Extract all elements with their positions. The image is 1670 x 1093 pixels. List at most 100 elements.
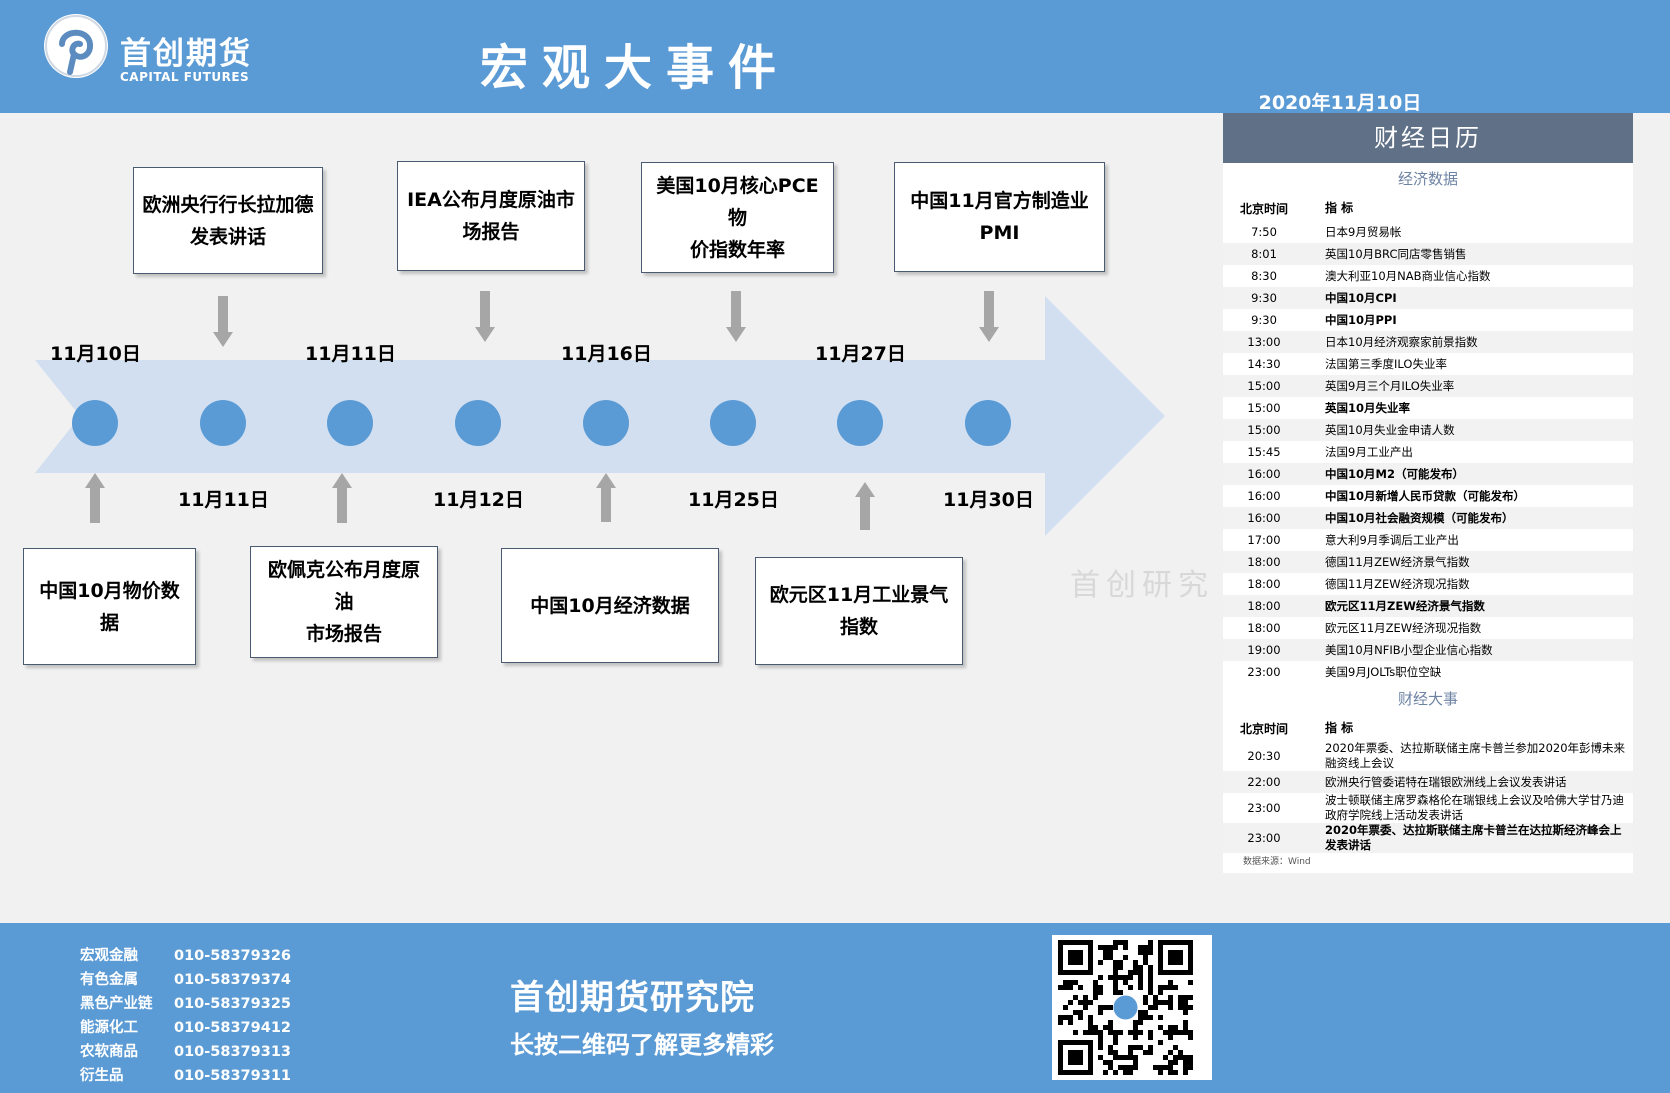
footer-title: 首创期货研究院 [510, 978, 755, 1018]
event-box: 中国10月经济数据 [501, 548, 719, 663]
event-text-line: 据 [99, 611, 119, 634]
timeline-node [200, 400, 246, 446]
event-box: 欧洲央行行长拉加德发表讲话 [133, 167, 323, 274]
item-column-header: 指 标 [1325, 720, 1354, 735]
row-item: 日本9月贸易帐 [1325, 224, 1402, 239]
row-time: 22:00 [1247, 775, 1281, 789]
row-time: 18:00 [1247, 577, 1281, 591]
row-time: 16:00 [1247, 511, 1281, 525]
event-text-line: 中国10月物价数 [39, 579, 180, 602]
timeline-date-label: 11月30日 [943, 489, 1034, 511]
up-arrow-icon [855, 482, 875, 530]
row-time: 7:50 [1251, 225, 1277, 239]
contact-phone: 010-58379325 [174, 996, 291, 1012]
timeline-node [327, 400, 373, 446]
contact-label: 能源化工 [80, 1020, 138, 1036]
event-box: 中国10月物价数据 [23, 548, 196, 665]
timeline-date-label: 11月11日 [178, 489, 269, 511]
row-time: 13:00 [1247, 335, 1281, 349]
logo-text: 首创期货 [120, 36, 252, 72]
report-date: 2020年11月10日 [1258, 92, 1422, 114]
row-item: 欧元区11月ZEW经济景气指数 [1325, 598, 1485, 613]
qr-code [1052, 935, 1212, 1080]
time-column-header: 北京时间 [1239, 721, 1288, 736]
row-item: 德国11月ZEW经济景气指数 [1325, 554, 1470, 569]
event-text-line: 欧佩克公布月度原油 [267, 559, 420, 613]
time-column-header: 北京时间 [1239, 201, 1288, 216]
contact-label: 衍生品 [80, 1068, 124, 1084]
row-time: 19:00 [1247, 643, 1281, 657]
row-time: 23:00 [1247, 831, 1281, 845]
table-row: 18:00 欧元区11月ZEW经济景气指数 [1223, 595, 1633, 617]
event-text-line: 指数 [839, 616, 878, 638]
timeline-node [72, 400, 118, 446]
table-row: 8:01 英国10月BRC同店零售销售 [1223, 243, 1633, 265]
row-time: 23:00 [1247, 665, 1281, 679]
table-row: 14:30 法国第三季度ILO失业率 [1223, 353, 1633, 375]
event-text-line: 场报告 [462, 221, 520, 243]
down-arrow-icon [979, 291, 999, 342]
row-time: 23:00 [1247, 801, 1281, 815]
timeline-node [837, 400, 883, 446]
row-item: 欧洲央行管委诺特在瑞银欧洲线上会议发表讲话 [1325, 774, 1567, 789]
contact-phone: 010-58379374 [174, 972, 291, 988]
contact-label: 黑色产业链 [80, 996, 153, 1012]
footer-bar [0, 923, 1670, 1093]
table-row: 23:00 2020年票委、达拉斯联储主席卡普兰在达拉斯经济峰会上发表讲话 [1223, 823, 1633, 853]
row-time: 15:00 [1247, 423, 1281, 437]
table-header-row: 北京时间 指 标 [1223, 715, 1633, 741]
table-row: 18:00 德国11月ZEW经济景气指数 [1223, 551, 1633, 573]
row-time: 8:01 [1251, 247, 1277, 261]
contact-label: 宏观金融 [80, 948, 138, 964]
table-row: 16:00 中国10月社会融资规模（可能发布） [1223, 507, 1633, 529]
row-item: 澳大利亚10月NAB商业信心指数 [1325, 268, 1491, 283]
row-time: 14:30 [1247, 357, 1281, 371]
table-row: 7:50 日本9月贸易帐 [1223, 221, 1633, 243]
table-row: 15:45 法国9月工业产出 [1223, 441, 1633, 463]
contact-phone: 010-58379412 [174, 1020, 291, 1036]
row-item: 英国10月BRC同店零售销售 [1325, 246, 1467, 261]
row-item: 美国10月NFIB小型企业信心指数 [1325, 642, 1493, 657]
row-item: 意大利9月季调后工业产出 [1325, 532, 1459, 547]
table-row: 13:00 日本10月经济观察家前景指数 [1223, 331, 1633, 353]
table-row: 22:00 欧洲央行管委诺特在瑞银欧洲线上会议发表讲话 [1223, 771, 1633, 793]
down-arrow-icon [475, 291, 495, 342]
row-time: 16:00 [1247, 489, 1281, 503]
table-row: 8:30 澳大利亚10月NAB商业信心指数 [1223, 265, 1633, 287]
table-header-row: 北京时间 指 标 [1223, 195, 1633, 221]
row-time: 15:45 [1247, 445, 1281, 459]
event-text-line: PMI [979, 222, 1020, 244]
event-text-line: 市场报告 [305, 623, 382, 645]
event-text-line: IEA公布月度原油市 [407, 189, 575, 211]
row-item: 英国10月失业金申请人数 [1325, 422, 1455, 437]
calendar-title: 财经日历 [1223, 113, 1633, 163]
row-time: 18:00 [1247, 555, 1281, 569]
event-text-line: 欧洲央行行长拉加德 [142, 193, 314, 216]
timeline-date-label: 11月11日 [305, 343, 396, 365]
timeline-date-label: 11月10日 [50, 343, 141, 365]
row-item: 日本10月经济观察家前景指数 [1325, 334, 1478, 349]
contact-label: 有色金属 [80, 972, 138, 988]
econ-data-heading: 经济数据 [1223, 163, 1633, 195]
row-item: 法国9月工业产出 [1325, 444, 1413, 459]
row-item: 中国10月社会融资规模（可能发布） [1325, 510, 1514, 525]
event-text-line: 美国10月核心PCE物 [656, 174, 819, 229]
row-time: 18:00 [1247, 599, 1281, 613]
row-time: 8:30 [1251, 269, 1277, 283]
row-item: 2020年票委、达拉斯联储主席卡普兰参加2020年彭博未来融资线上会议 [1325, 741, 1626, 770]
row-item: 欧元区11月ZEW经济现况指数 [1325, 620, 1482, 635]
row-item: 2020年票委、达拉斯联储主席卡普兰在达拉斯经济峰会上发表讲话 [1325, 823, 1622, 852]
row-item: 法国第三季度ILO失业率 [1325, 356, 1447, 371]
row-item: 中国10月PPI [1325, 312, 1397, 327]
